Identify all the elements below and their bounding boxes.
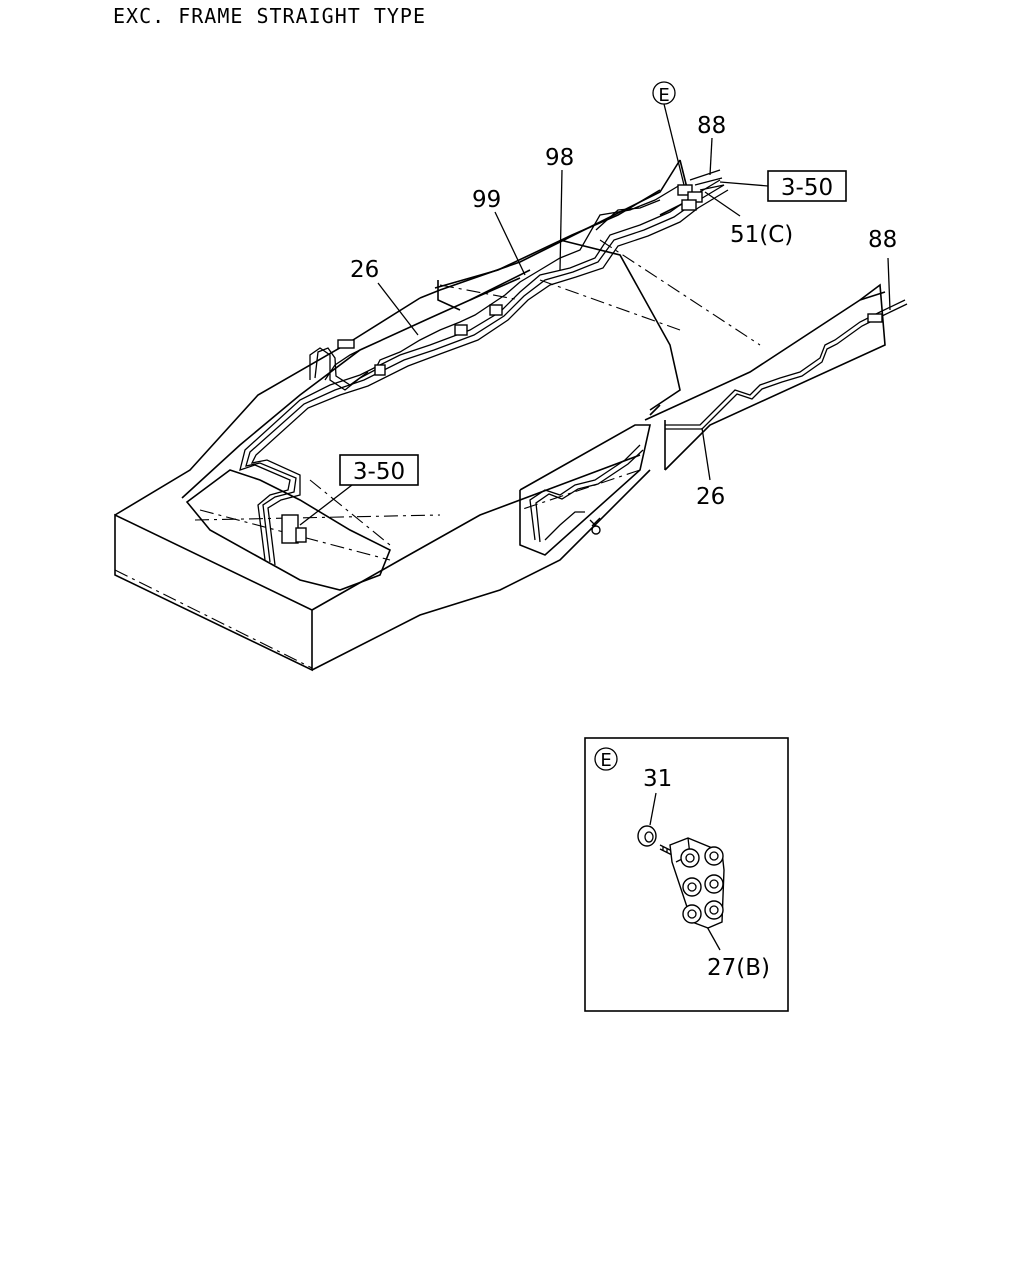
pipe-assembly xyxy=(239,179,908,566)
callout-26-bottom: 26 xyxy=(696,484,725,510)
detail-callout-31: 31 xyxy=(643,766,672,792)
detail-callout-27b: 27(B) xyxy=(707,955,770,981)
callout-e-main: E xyxy=(652,81,676,106)
callout-51c: 51(C) xyxy=(730,222,793,248)
ref-box-3-50-top: 3-50 xyxy=(767,170,847,202)
detail-view-e: E 31 27(B) xyxy=(584,737,789,1012)
callout-88-right: 88 xyxy=(868,227,897,253)
callout-98: 98 xyxy=(545,145,574,171)
diagram-title: EXC. FRAME STRAIGHT TYPE xyxy=(113,4,426,28)
ref-box-3-50-left-label: 3-50 xyxy=(353,459,405,485)
callout-26-top: 26 xyxy=(350,257,379,283)
ref-box-3-50-top-label: 3-50 xyxy=(781,175,833,201)
callout-e-main-label: E xyxy=(658,85,669,106)
bracket-part xyxy=(669,837,725,929)
callout-88-top: 88 xyxy=(697,113,726,139)
clip-group xyxy=(281,169,883,544)
detail-frame xyxy=(584,737,789,1012)
callout-99: 99 xyxy=(472,187,501,213)
ref-box-3-50-left: 3-50 xyxy=(339,454,419,486)
detail-e-label: E xyxy=(600,750,611,771)
leader-lines xyxy=(299,103,891,526)
